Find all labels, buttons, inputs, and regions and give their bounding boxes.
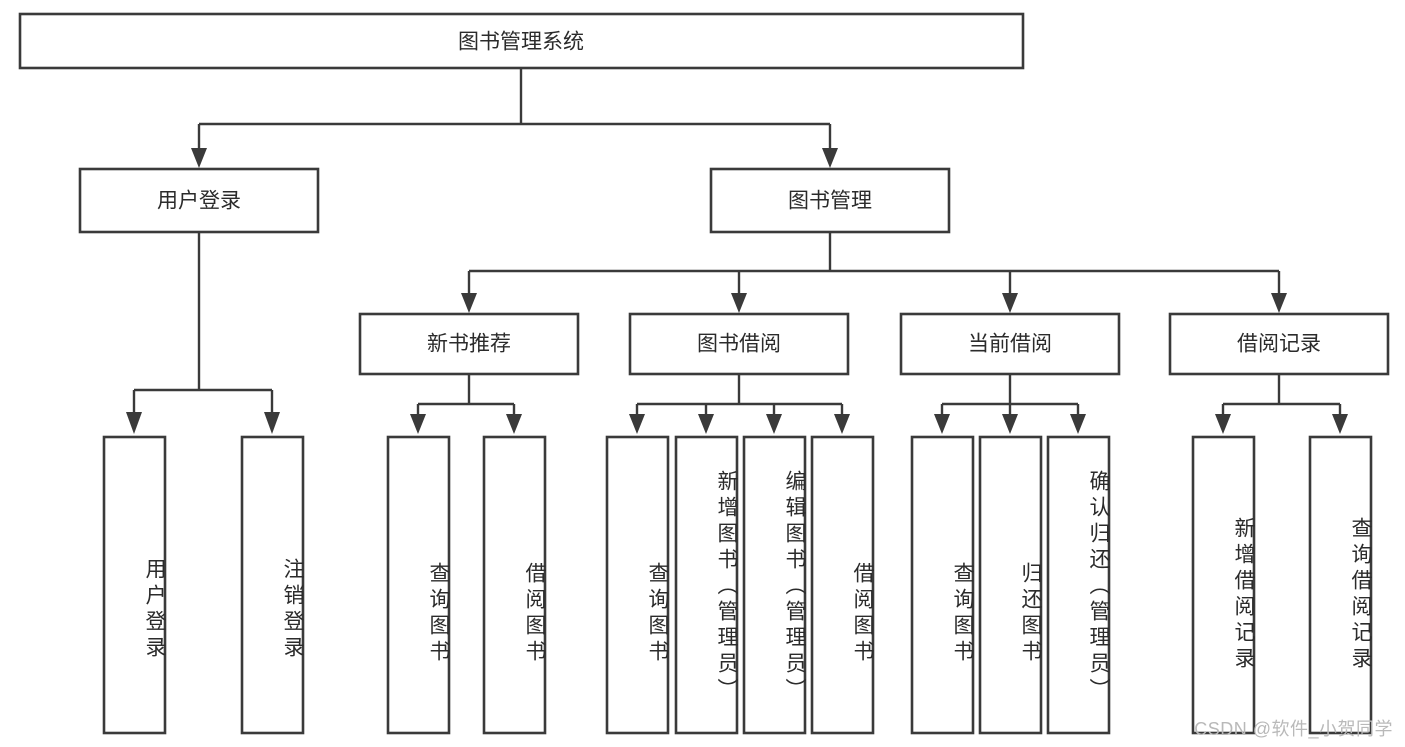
leaf-box-borrow-record-1[interactable]	[1191, 435, 1256, 735]
node-borrow-record-box[interactable]	[1168, 312, 1390, 376]
node-root-box[interactable]	[18, 12, 1025, 70]
arrow-new-book-leaf-1	[410, 414, 426, 434]
arrow-current-borrow-leaf-1	[934, 414, 950, 434]
arrow-root-to-user-login	[191, 148, 207, 168]
leaf-box-user-login-1[interactable]	[102, 435, 167, 735]
leaf-box-current-borrow-3[interactable]	[1046, 435, 1111, 735]
leaf-box-book-borrow-2[interactable]	[674, 435, 739, 735]
arrow-book-borrow-leaf-1	[629, 414, 645, 434]
arrow-to-new-book	[461, 293, 477, 313]
node-new-book-label: 新书推荐	[427, 333, 511, 356]
node-borrow-record-label: 借阅记录	[1237, 333, 1321, 356]
leaf-box-current-borrow-1[interactable]	[910, 435, 975, 735]
arrow-user-login-leaf-2	[264, 412, 280, 434]
leaf-box-book-borrow-1[interactable]	[605, 435, 670, 735]
arrow-root-to-book-mgmt	[822, 148, 838, 168]
node-book-mgmt-label: 图书管理	[788, 190, 872, 213]
arrow-user-login-leaf-1	[126, 412, 142, 434]
arrow-book-borrow-leaf-3	[766, 414, 782, 434]
arrow-current-borrow-leaf-3	[1070, 414, 1086, 434]
leaf-box-borrow-record-2[interactable]	[1308, 435, 1373, 735]
node-current-borrow-label: 当前借阅	[968, 333, 1052, 356]
node-new-book-box[interactable]	[358, 312, 580, 376]
leaf-box-new-book-1[interactable]	[386, 435, 451, 735]
arrow-to-current-borrow	[1002, 293, 1018, 313]
leaf-box-book-borrow-3[interactable]	[742, 435, 807, 735]
leaf-box-book-borrow-4[interactable]	[810, 435, 875, 735]
node-book-mgmt-box[interactable]	[709, 167, 951, 234]
arrow-to-borrow-record	[1271, 293, 1287, 313]
arrow-borrow-record-leaf-2	[1332, 414, 1348, 434]
arrow-book-borrow-leaf-2	[698, 414, 714, 434]
arrow-current-borrow-leaf-2	[1002, 414, 1018, 434]
arrow-borrow-record-leaf-1	[1215, 414, 1231, 434]
arrow-to-book-borrow	[731, 293, 747, 313]
leaf-box-user-login-2[interactable]	[240, 435, 305, 735]
node-book-borrow-label: 图书借阅	[697, 333, 781, 356]
node-user-login-label: 用户登录	[157, 190, 241, 213]
arrow-new-book-leaf-2	[506, 414, 522, 434]
leaf-box-new-book-2[interactable]	[482, 435, 547, 735]
arrow-book-borrow-leaf-4	[834, 414, 850, 434]
node-root-label: 图书管理系统	[458, 31, 584, 54]
leaf-box-current-borrow-2[interactable]	[978, 435, 1043, 735]
node-book-borrow-box[interactable]	[628, 312, 850, 376]
node-current-borrow-box[interactable]	[899, 312, 1121, 376]
watermark-text: CSDN @软件_小贺同学	[1194, 719, 1393, 739]
